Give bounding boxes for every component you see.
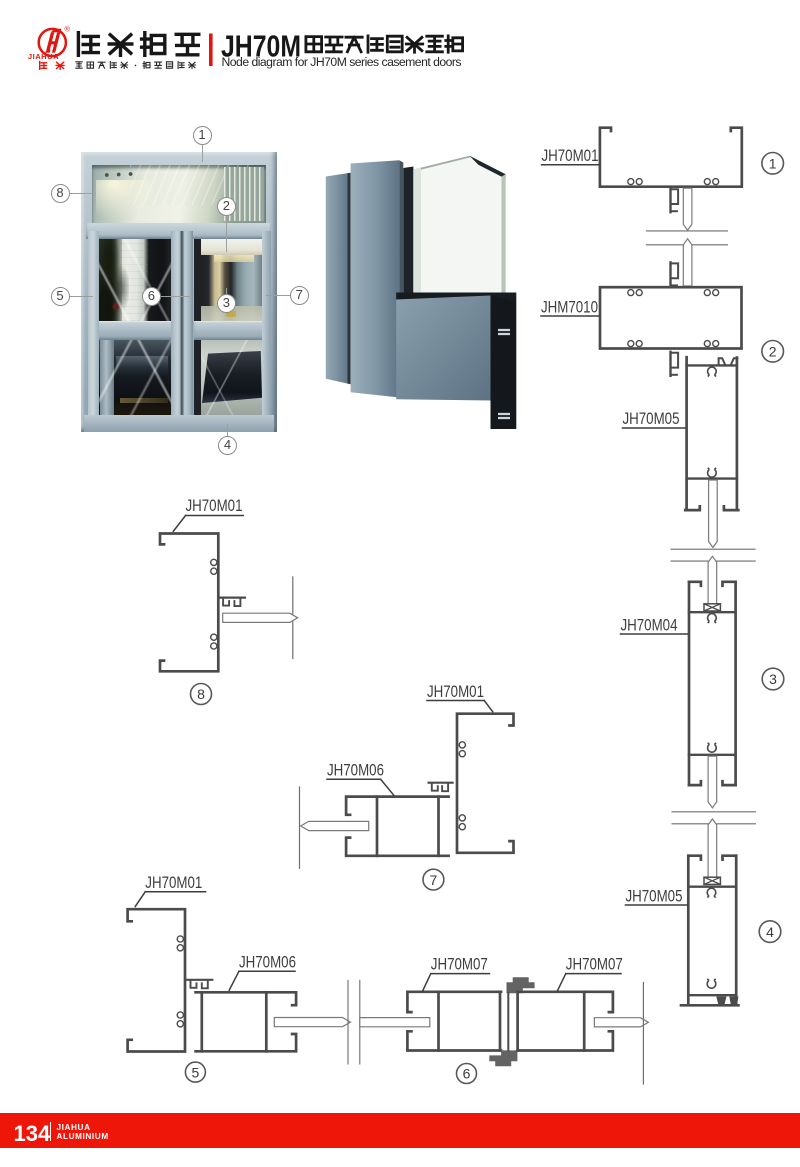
svg-text:Node diagram for JH70M series: Node diagram for JH70M series casement d…: [222, 55, 462, 69]
svg-text:1: 1: [769, 156, 777, 172]
svg-text:JH70M04: JH70M04: [621, 616, 678, 634]
svg-text:2: 2: [769, 344, 777, 360]
svg-text:JH70M01: JH70M01: [542, 147, 599, 165]
svg-text:JH70M05: JH70M05: [623, 410, 680, 428]
svg-text:5: 5: [192, 1064, 200, 1080]
svg-text:JH70M06: JH70M06: [327, 761, 384, 779]
svg-text:7: 7: [430, 872, 438, 888]
svg-text:JH70M07: JH70M07: [431, 956, 488, 974]
svg-text:JH70M05: JH70M05: [626, 887, 683, 905]
svg-text:JH70M01: JH70M01: [186, 497, 243, 515]
svg-text:JIAHUA: JIAHUA: [28, 52, 59, 61]
svg-text:®: ®: [65, 25, 71, 34]
svg-text:JH70M07: JH70M07: [566, 956, 623, 974]
svg-text:JH70M01: JH70M01: [427, 683, 484, 701]
svg-text:JHM7010: JHM7010: [541, 298, 598, 316]
svg-text:JH70M01: JH70M01: [145, 874, 202, 892]
svg-text:6: 6: [463, 1066, 471, 1082]
svg-text:3: 3: [769, 671, 777, 687]
svg-text:4: 4: [766, 924, 774, 940]
svg-text:JH70M06: JH70M06: [239, 953, 296, 971]
svg-text:8: 8: [197, 686, 205, 702]
svg-text:JH70M: JH70M: [221, 30, 301, 64]
